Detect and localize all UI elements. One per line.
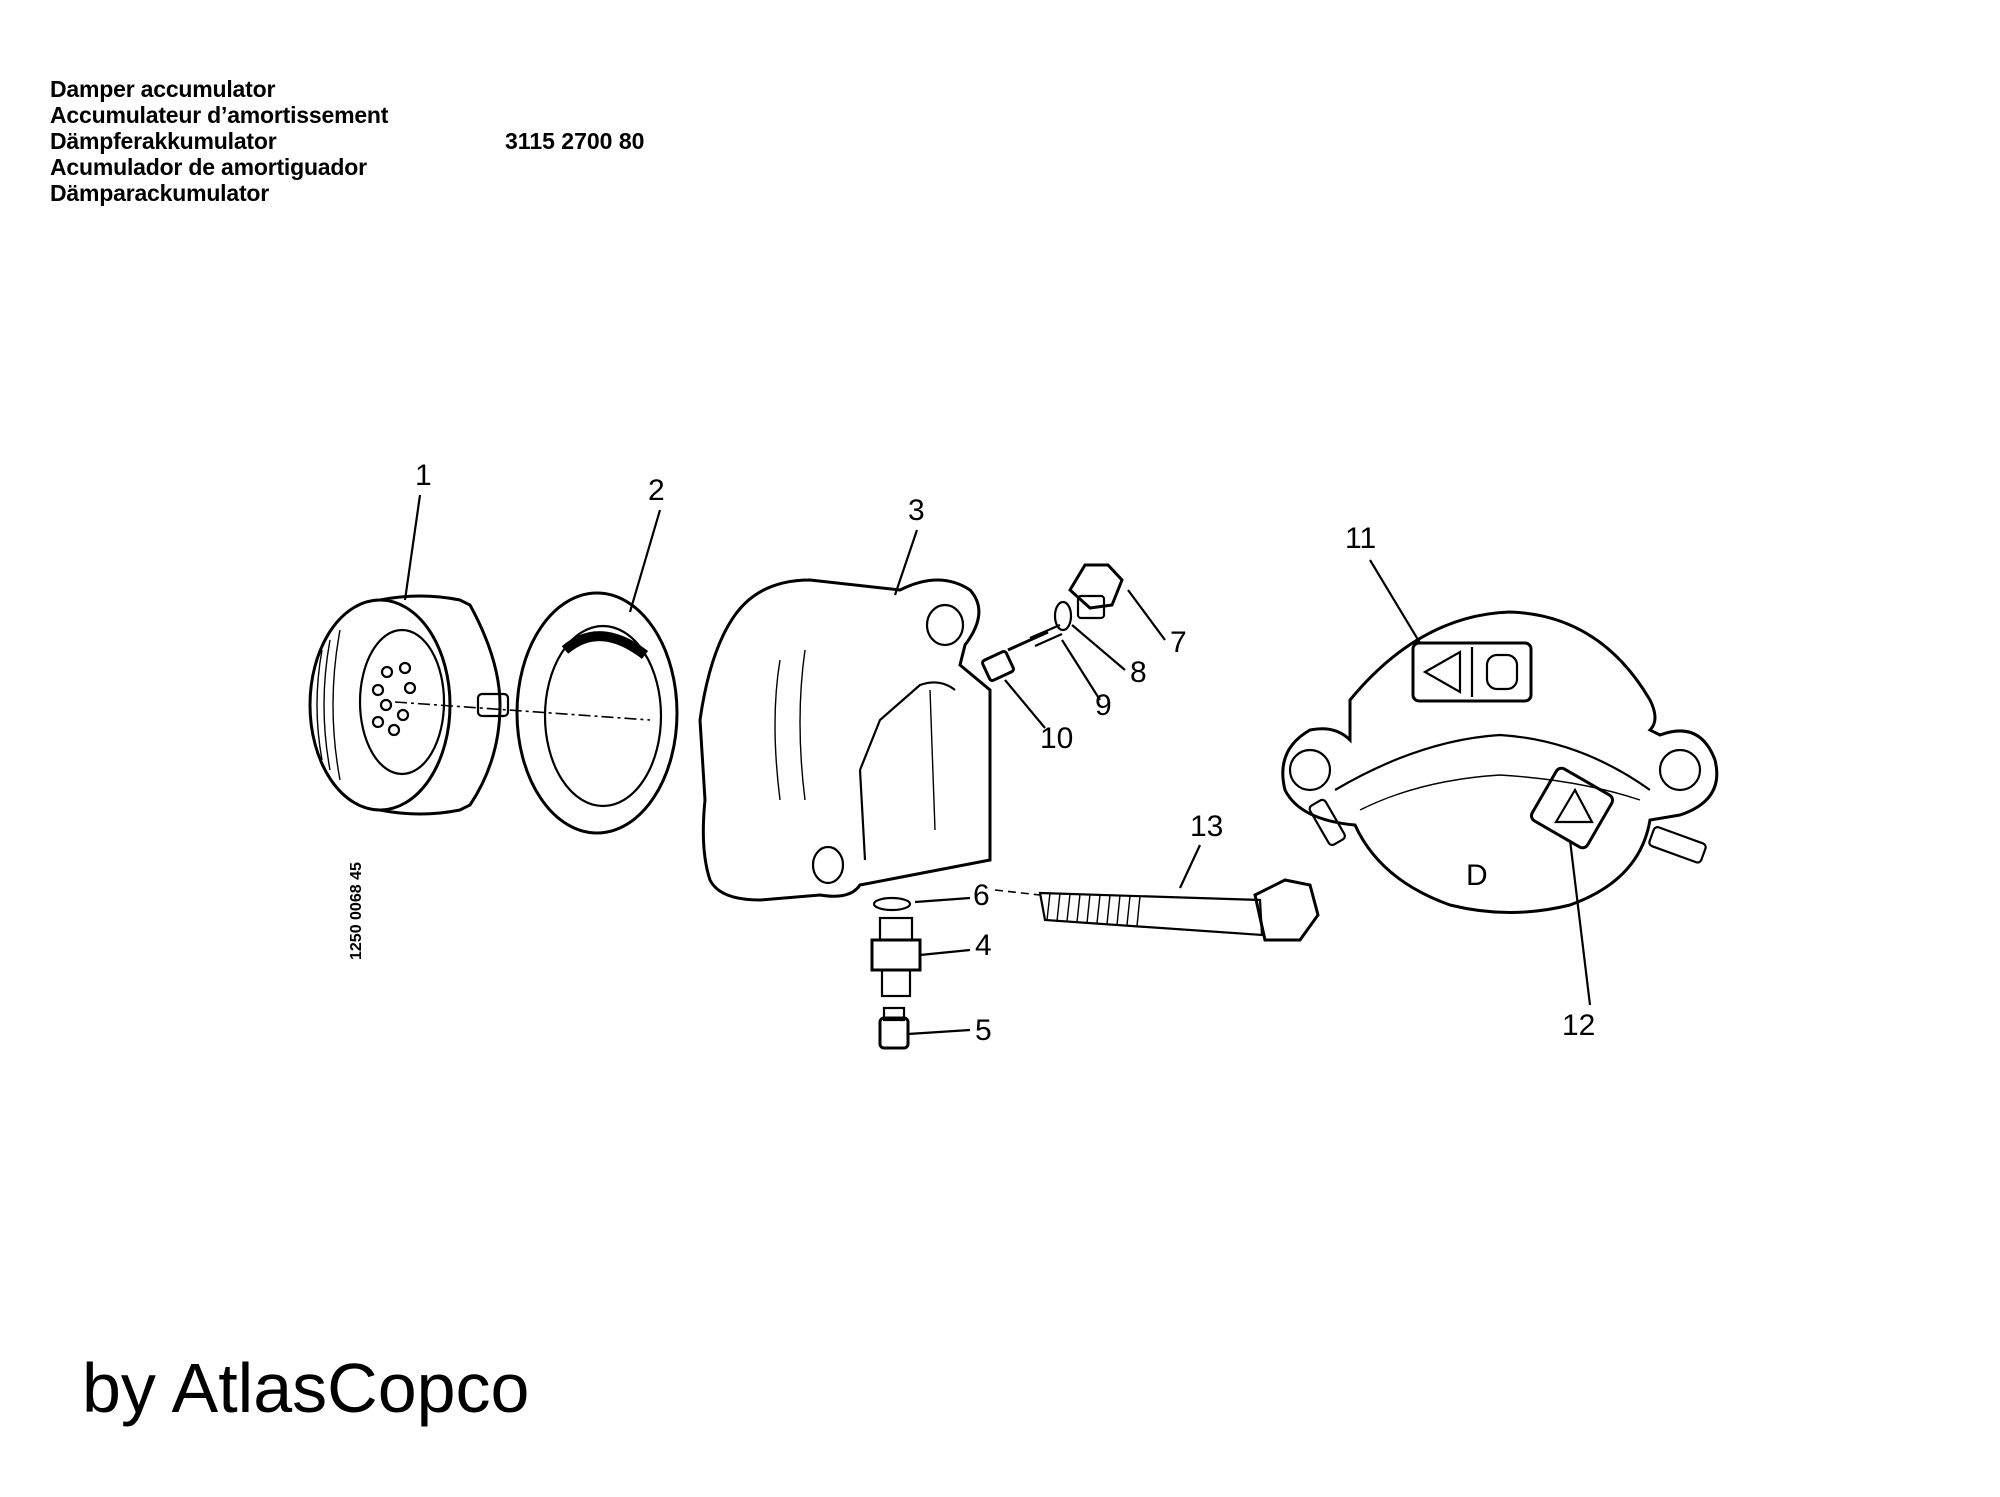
leader-lines — [403, 494, 1592, 1036]
footer-credit: by AtlasCopco — [82, 1349, 530, 1427]
callout-1: 1 — [415, 459, 432, 492]
title-fr: Accumulateur d’amortissement — [50, 102, 389, 128]
part-10-valve-pin — [981, 630, 1049, 682]
title-block: Damper accumulator Accumulateur d’amorti… — [50, 76, 388, 206]
cover-valve-fitting — [1308, 798, 1707, 864]
part-1-diaphragm — [308, 594, 651, 816]
cover-assembly — [1281, 610, 1719, 914]
callout-13: 13 — [1190, 810, 1223, 843]
part-5-cap — [878, 1006, 910, 1050]
title-de: Dämpferakkumulator — [50, 128, 277, 154]
part-3-housing — [698, 578, 992, 902]
callout-11: 11 — [1345, 522, 1376, 555]
part-8-seal-ring — [1053, 600, 1073, 632]
callout-10: 10 — [1040, 722, 1073, 755]
callout-7: 7 — [1170, 626, 1187, 659]
title-es: Acumulador de amortiguador — [50, 154, 367, 180]
part-2-ring — [515, 591, 679, 835]
part-13-bolt — [994, 878, 1320, 942]
title-en: Damper accumulator — [50, 76, 276, 102]
part-11-label — [1411, 641, 1533, 703]
part-7-plug — [1068, 563, 1124, 620]
callout-5: 5 — [975, 1014, 992, 1047]
callout-6: 6 — [973, 879, 990, 912]
callout-8: 8 — [1130, 656, 1147, 689]
part-9-spring — [1029, 623, 1063, 648]
callout-9: 9 — [1095, 689, 1112, 722]
part-6-washer — [872, 896, 971, 912]
callout-2: 2 — [648, 474, 665, 507]
part-12-warning-label — [1529, 766, 1615, 850]
cover-letter: D — [1466, 859, 1488, 892]
part-4-nipple — [870, 916, 922, 998]
callout-12: 12 — [1562, 1009, 1595, 1042]
part-number: 3115 2700 80 — [505, 128, 645, 154]
callout-4: 4 — [975, 929, 992, 962]
title-sv: Dämparackumulator — [50, 180, 270, 206]
callout-3: 3 — [908, 494, 925, 527]
